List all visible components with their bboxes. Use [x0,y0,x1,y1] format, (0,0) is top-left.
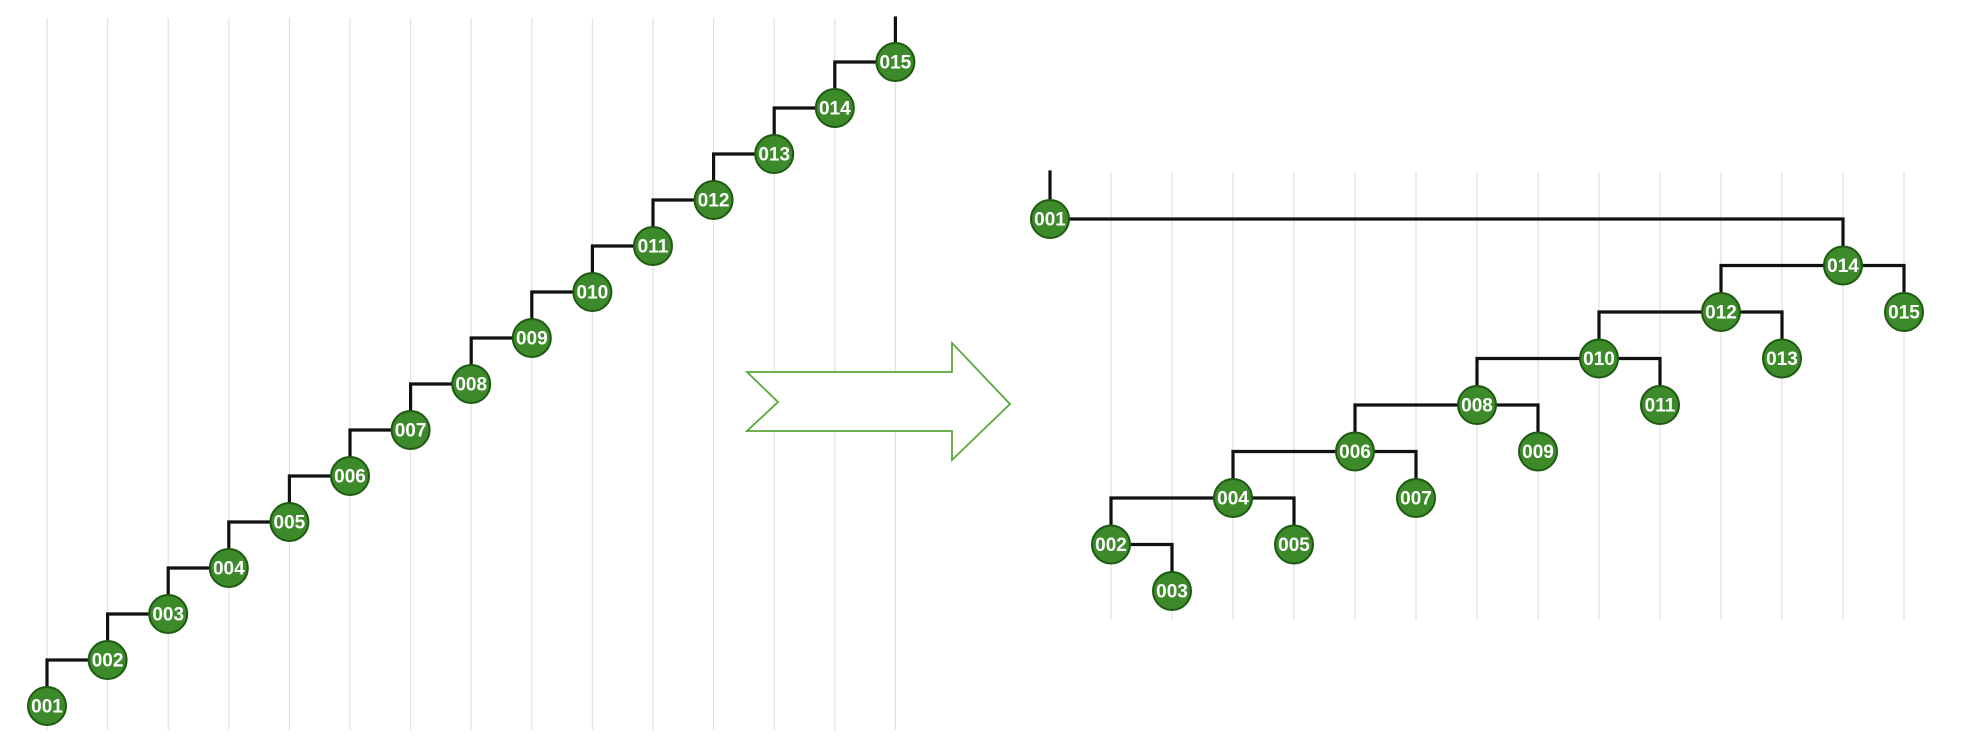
right-tree-nodes: 001 002 003 004 005 006 007 008 009 010 011 012 013 0… [1030,199,1924,611]
node-005: 005 [269,502,310,542]
node-label: 015 [1888,303,1920,324]
node-circle [390,410,431,450]
node-label: 011 [1645,396,1676,417]
node-label: 013 [1766,349,1798,370]
node-circle [1213,478,1253,518]
node-label: 013 [758,145,790,166]
node-label: 006 [1339,442,1371,463]
node-label: 008 [1461,396,1493,417]
node-015: 015 [1884,292,1924,332]
node-label: 014 [819,99,851,120]
node-circle [1823,245,1863,286]
node-label: 005 [1278,535,1310,556]
node-012: 012 [693,180,734,220]
node-label: 012 [1705,303,1737,324]
node-001: 001 [1030,199,1070,239]
node-label: 004 [1217,489,1249,510]
node-label: 006 [334,467,366,488]
node-004: 004 [1213,478,1253,518]
node-circle [633,226,673,266]
node-label: 007 [395,421,427,442]
node-circle [693,180,734,220]
node-label: 007 [1400,489,1432,510]
node-010: 010 [1579,338,1619,379]
node-circle [814,88,855,128]
node-label: 008 [455,375,487,396]
node-label: 012 [698,191,730,212]
node-circle [1579,338,1619,379]
node-002: 002 [1091,524,1131,565]
node-label: 005 [274,513,306,534]
node-circle [754,134,795,174]
node-label: 015 [880,53,912,74]
node-circle [451,364,492,404]
node-circle [1640,385,1680,425]
node-label: 009 [1522,442,1554,463]
node-002: 002 [87,640,128,680]
node-010: 010 [572,272,613,312]
node-006: 006 [1335,431,1375,472]
node-circle [1518,431,1558,472]
node-label: 004 [213,559,245,580]
node-011: 011 [1640,385,1680,425]
node-011: 011 [633,226,673,266]
node-label: 001 [1034,210,1066,231]
node-label: 010 [577,283,609,304]
node-003: 003 [1152,571,1192,611]
right-arrow-icon [744,340,1012,463]
node-013: 013 [754,134,795,174]
node-008: 008 [1457,385,1497,425]
node-circle [330,456,370,496]
node-003: 003 [148,594,189,634]
node-circle [1884,292,1924,332]
node-circle [1701,292,1741,332]
node-circle [1762,338,1802,379]
node-circle [511,318,552,358]
node-015: 015 [875,42,916,82]
node-circle [208,548,249,588]
node-label: 003 [152,605,184,626]
node-circle [269,502,310,542]
node-008: 008 [451,364,492,404]
right-arrow-icon [744,340,1012,463]
left-tree-nodes: 001 002 003 004 005 006 007 008 009 010 011 012 013 0… [27,42,916,726]
node-004: 004 [208,548,249,588]
node-012: 012 [1701,292,1741,332]
node-014: 014 [1823,245,1863,286]
node-circle [1274,524,1314,565]
node-005: 005 [1274,524,1314,565]
node-circle [572,272,613,312]
node-014: 014 [814,88,855,128]
node-013: 013 [1762,338,1802,379]
node-006: 006 [330,456,370,496]
node-circle [875,42,916,82]
node-label: 014 [1827,256,1859,277]
node-circle [148,594,189,634]
node-circle [1396,478,1436,518]
right-tree-guide-lines [1110,172,1905,620]
node-label: 001 [31,697,63,718]
node-009: 009 [1518,431,1558,472]
node-label: 002 [1095,535,1127,556]
node-007: 007 [1396,478,1436,518]
node-007: 007 [390,410,431,450]
node-label: 003 [1156,582,1188,603]
node-circle [87,640,128,680]
edge-001-014 [1048,217,1845,268]
node-circle [27,686,67,726]
node-circle [1335,431,1375,472]
node-circle [1152,571,1192,611]
node-label: 011 [638,237,669,258]
node-label: 010 [1583,349,1615,370]
node-circle [1091,524,1131,565]
node-label: 009 [516,329,548,350]
node-circle [1030,199,1070,239]
node-circle [1457,385,1497,425]
node-label: 002 [92,651,124,672]
node-009: 009 [511,318,552,358]
node-001: 001 [27,686,67,726]
